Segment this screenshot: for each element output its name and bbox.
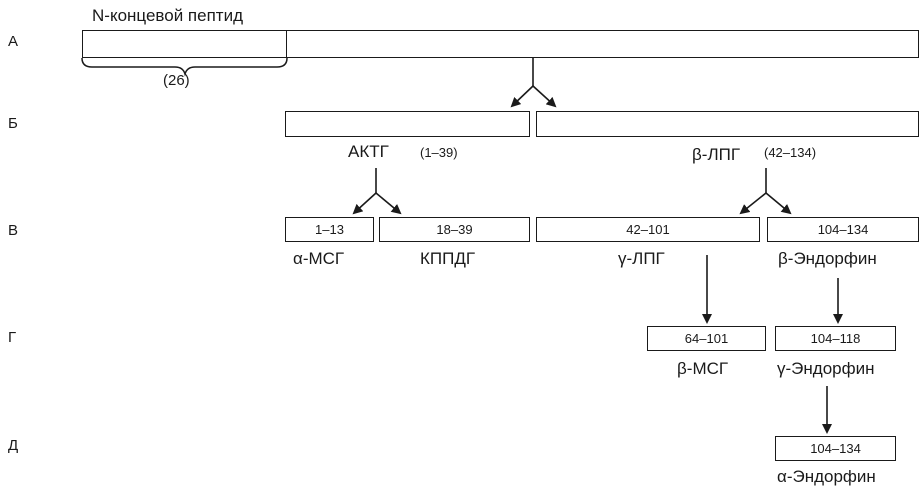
b-endorphin-box: 104–134: [767, 217, 919, 242]
b-msg-label: β-МСГ: [677, 359, 729, 378]
precursor-rest-segment: [286, 30, 919, 58]
kppdg-box: 18–39: [379, 217, 530, 242]
n-terminal-segment: [82, 30, 287, 58]
actg-range: (1–39): [420, 145, 458, 160]
n-terminal-length: (26): [163, 72, 190, 89]
n-terminal-brace: [81, 57, 288, 77]
g-lpg-range: 42–101: [626, 222, 670, 237]
row-label-d: Д: [8, 437, 19, 454]
row-label-b: Б: [8, 115, 18, 132]
a-msg-range: 1–13: [315, 222, 344, 237]
row-label-g: Г: [8, 329, 17, 346]
a-msg-label: α-МСГ: [293, 249, 345, 268]
blpg-label: β-ЛПГ: [692, 145, 741, 164]
g-lpg-label: γ-ЛПГ: [618, 249, 665, 268]
g-endorphin-box: 104–118: [775, 326, 896, 351]
kppdg-range: 18–39: [436, 222, 473, 237]
a-msg-box: 1–13: [285, 217, 374, 242]
kppdg-label: КППДГ: [420, 249, 476, 268]
split-arrow-a: [510, 58, 557, 108]
n-terminal-label: N-концевой пептид: [92, 6, 243, 25]
row-label-v: В: [8, 222, 19, 239]
split-arrow-blpg: [739, 168, 792, 215]
g-endorphin-range: 104–118: [810, 331, 861, 346]
actg-label: АКТГ: [348, 142, 389, 161]
actg-box: [285, 111, 530, 137]
g-lpg-box: 42–101: [536, 217, 760, 242]
b-msg-box: 64–101: [647, 326, 766, 351]
a-endorphin-range: 104–134: [810, 441, 861, 456]
b-msg-range: 64–101: [684, 331, 729, 346]
g-endorphin-label: γ-Эндорфин: [777, 359, 875, 378]
a-endorphin-label: α-Эндорфин: [777, 467, 876, 486]
row-label-a: А: [8, 33, 19, 50]
a-endorphin-box: 104–134: [775, 436, 896, 461]
blpg-box: [536, 111, 919, 137]
split-arrow-actg: [352, 168, 402, 215]
b-endorphin-range: 104–134: [817, 222, 869, 237]
blpg-range: (42–134): [764, 145, 817, 160]
b-endorphin-label: β-Эндорфин: [778, 249, 877, 268]
